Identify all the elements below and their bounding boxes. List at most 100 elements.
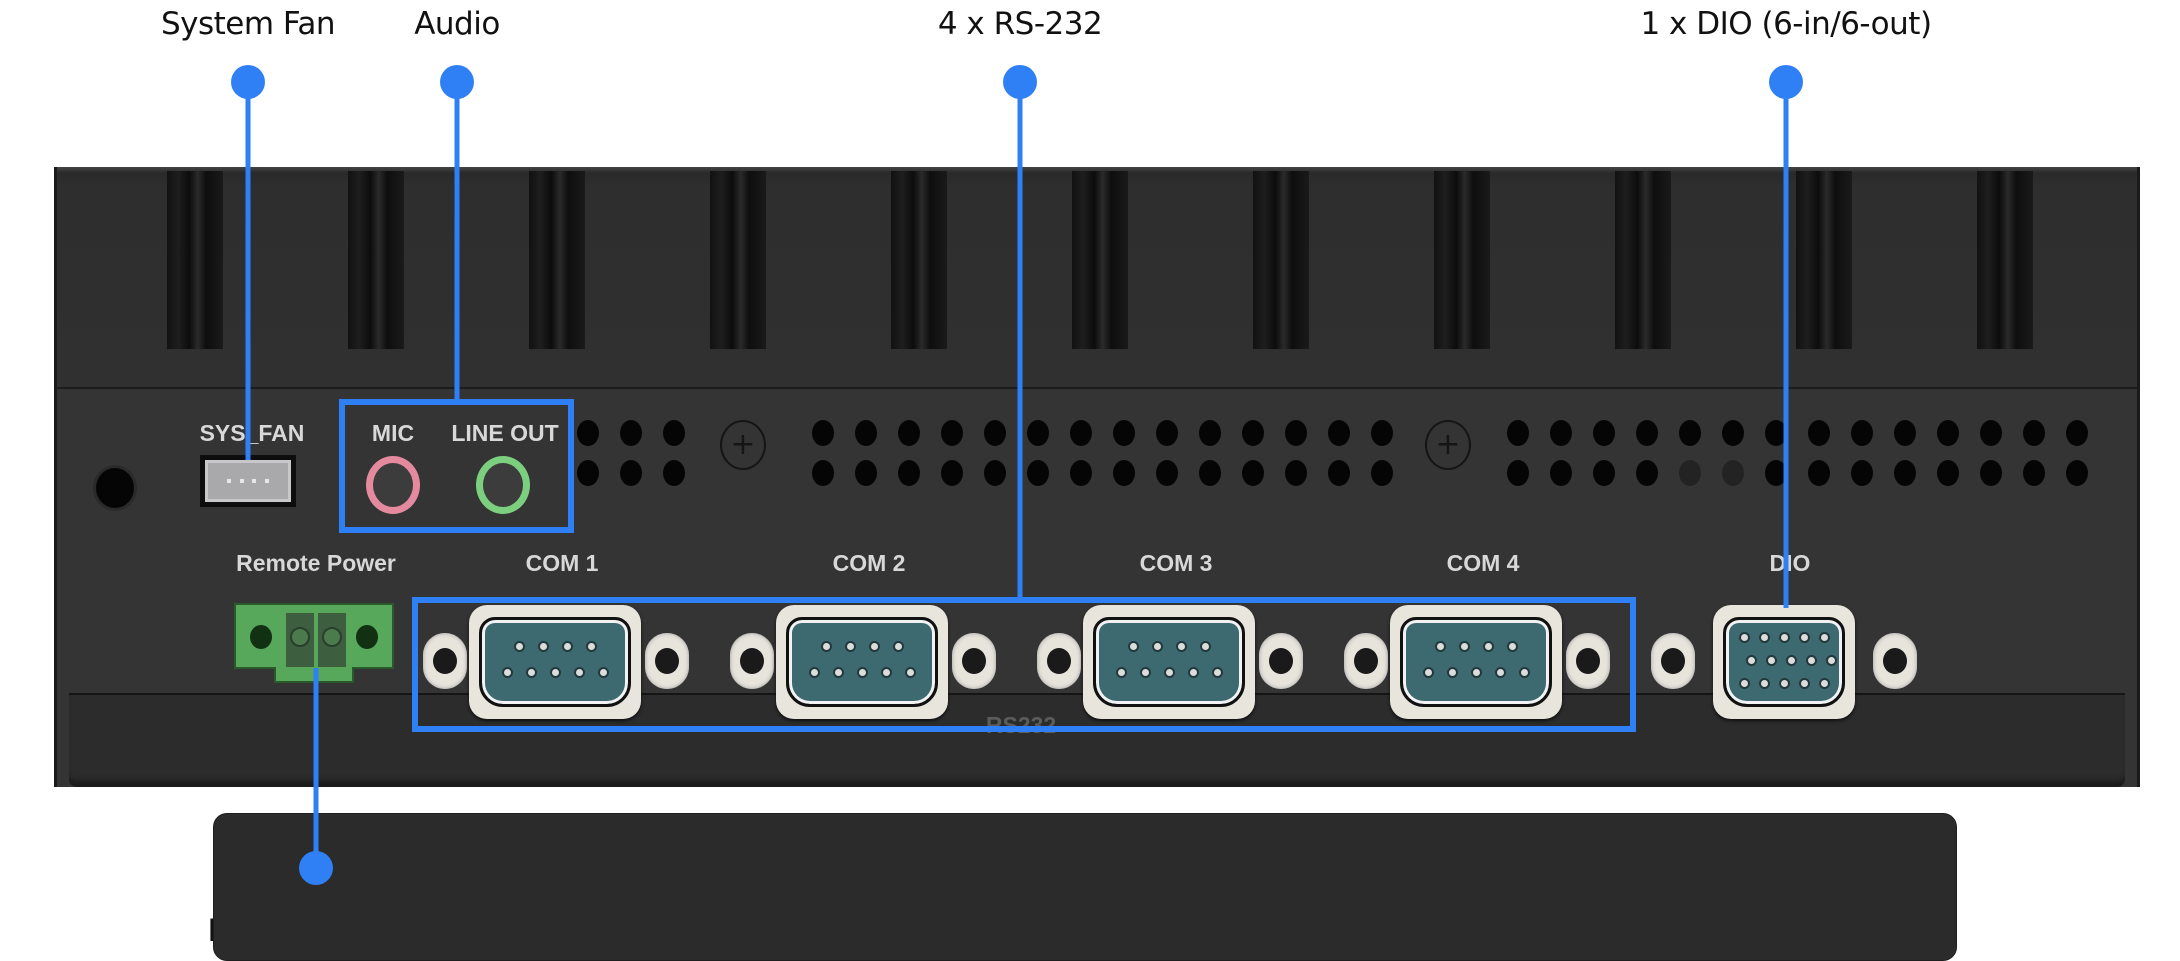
vent-hole [1765, 460, 1787, 486]
remote-power-terminal[interactable] [234, 603, 394, 671]
power-button[interactable] [96, 468, 134, 508]
leader-line-rs232 [1017, 82, 1023, 600]
vent-hole [1593, 460, 1615, 486]
heatsink-fin [529, 171, 585, 349]
callout-dot-rs232[interactable] [1003, 65, 1037, 99]
callout-dot-system-fan[interactable] [231, 65, 265, 99]
vent-hole [1328, 420, 1350, 446]
vent-hole [1027, 460, 1049, 486]
vent-hole [984, 420, 1006, 446]
silk-com2: COM 2 [832, 550, 906, 576]
callout-label-dio: 1 x DIO (6-in/6-out) [1640, 6, 1932, 42]
callout-dot-dio[interactable] [1769, 65, 1803, 99]
vent-hole [1285, 420, 1307, 446]
vent-hole [620, 420, 642, 446]
plus-icon: + [1435, 427, 1461, 462]
vent-hole [1894, 420, 1916, 446]
leader-line-system-fan [245, 82, 251, 460]
vent-hole [1765, 420, 1787, 446]
vent-hole [1371, 420, 1393, 446]
vent-hole [1156, 420, 1178, 446]
vent-hole [1937, 420, 1959, 446]
vent-hole [1328, 460, 1350, 486]
device-rear-panel [54, 167, 2140, 961]
sys-fan-header[interactable] [200, 455, 296, 507]
port-tray [213, 813, 1957, 961]
mic-jack[interactable] [366, 456, 420, 514]
dio-port[interactable] [1651, 605, 1919, 719]
vent-hole [1113, 420, 1135, 446]
vent-hole [1851, 460, 1873, 486]
heatsink-fin [1072, 171, 1128, 349]
callout-dot-audio[interactable] [440, 65, 474, 99]
vent-hole [1199, 460, 1221, 486]
vent-hole [1980, 460, 2002, 486]
pin [226, 479, 231, 483]
vent-hole [984, 460, 1006, 486]
screw-icon: + [720, 420, 766, 470]
connector-shell [469, 605, 641, 719]
vent-hole [898, 460, 920, 486]
vent-hole [1679, 460, 1701, 486]
silk-com3: COM 3 [1139, 550, 1213, 576]
connector-face [479, 617, 631, 707]
heatsink-fin [710, 171, 766, 349]
flange-left [1344, 633, 1388, 689]
connector-shell [1390, 605, 1562, 719]
callout-label-audio: Audio [414, 6, 500, 42]
callout-label-system-fan: System Fan [160, 6, 336, 42]
vent-hole [1808, 420, 1830, 446]
pin-row [1403, 669, 1549, 676]
heatsink-fin [891, 171, 947, 349]
silk-com4: COM 4 [1446, 550, 1520, 576]
silk-com1: COM 1 [525, 550, 599, 576]
vent-hole [1199, 420, 1221, 446]
vent-hole [812, 460, 834, 486]
heatsink-fin [167, 171, 223, 349]
flange-left [1651, 633, 1695, 689]
vent-hole [812, 420, 834, 446]
vent-hole [1550, 460, 1572, 486]
pin [265, 479, 270, 483]
vent-hole [1242, 460, 1264, 486]
pin-row [1726, 680, 1842, 687]
com1-port[interactable] [423, 605, 691, 719]
flange-right [645, 633, 689, 689]
vent-hole [1070, 420, 1092, 446]
vent-hole [2066, 420, 2088, 446]
silk-sys-fan: SYS_FAN [199, 420, 305, 446]
line-out-jack[interactable] [476, 456, 530, 514]
vent-hole [1980, 420, 2002, 446]
silk-dio: DIO [1769, 550, 1811, 576]
io-panel [57, 389, 2137, 961]
vent-hole [941, 460, 963, 486]
pin-row [1096, 643, 1242, 650]
vent-hole [1679, 420, 1701, 446]
vent-hole [1070, 460, 1092, 486]
callout-dot-remote-power[interactable] [299, 851, 333, 885]
flange-right [1873, 633, 1917, 689]
com2-port[interactable] [730, 605, 998, 719]
flange-left [730, 633, 774, 689]
com4-port[interactable] [1344, 605, 1612, 719]
leader-line-audio [454, 82, 460, 402]
vent-hole [1894, 460, 1916, 486]
heatsink-fin [1434, 171, 1490, 349]
vent-hole [1371, 460, 1393, 486]
vent-hole [855, 420, 877, 446]
vent-hole [577, 460, 599, 486]
com3-port[interactable] [1037, 605, 1305, 719]
pin [239, 479, 244, 483]
silk-rs232-group: RS232 [985, 712, 1057, 738]
callout-label-rs232: 4 x RS-232 [937, 6, 1103, 42]
connector-face [1093, 617, 1245, 707]
vent-hole [1027, 420, 1049, 446]
vent-hole [2023, 420, 2045, 446]
flange-left [1037, 633, 1081, 689]
pin-row [482, 643, 628, 650]
terminal-mount-hole [250, 625, 272, 649]
terminal-screw [286, 613, 314, 671]
heatsink-fin [1977, 171, 2033, 349]
connector-shell [1713, 605, 1855, 719]
vent-hole [1550, 420, 1572, 446]
